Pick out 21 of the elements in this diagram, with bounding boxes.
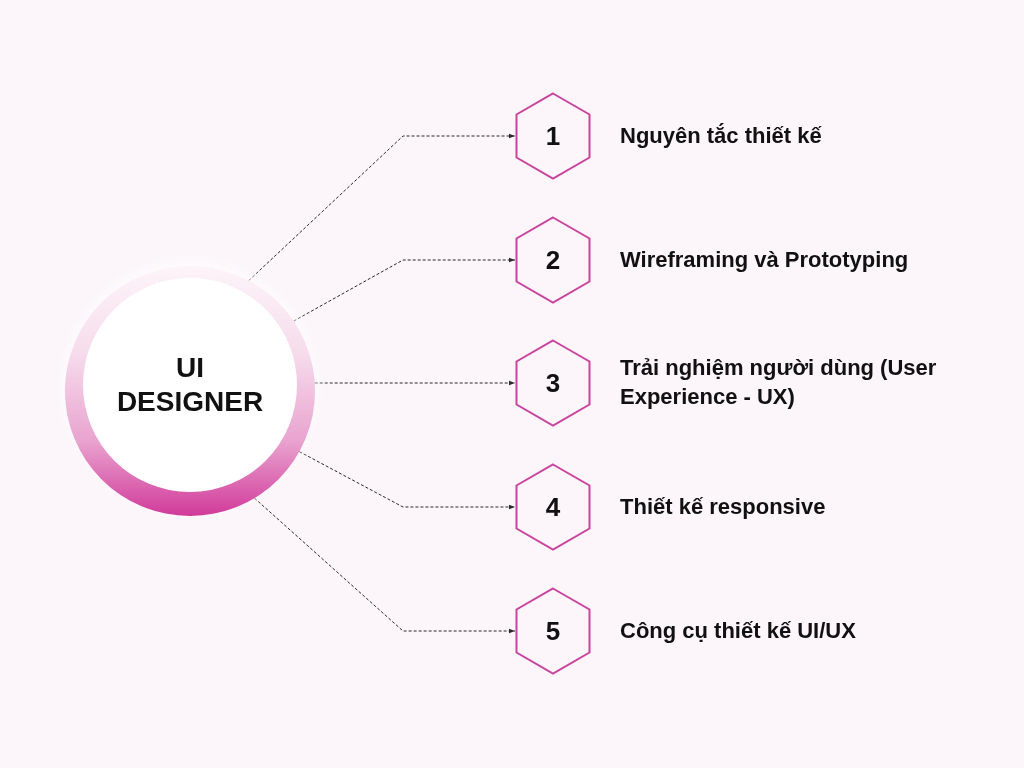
step-label: Trải nghiệm người dùng (User Experience - UX) [620,354,938,411]
dashed-arrow [293,257,516,322]
dashed-arrow [298,451,516,510]
step-number: 2 [545,244,561,276]
hexagon-node [515,92,591,180]
step-label: Nguyên tắc thiết kế [620,121,823,150]
step-label: Wireframing và Prototyping [620,245,910,274]
step-label: Công cụ thiết kế UI/UX [620,616,857,645]
node-title: UI DESIGNER [116,350,264,419]
hexagon-node [515,216,591,304]
hexagon-node [515,587,591,675]
step-number: 3 [545,367,561,399]
step-number: 4 [545,491,561,523]
step-number: 5 [545,615,561,647]
dashed-arrow [253,497,516,634]
dashed-arrow [314,380,516,386]
hexagon-node [515,463,591,551]
dashed-arrow [248,133,516,282]
step-label: Thiết kế responsive [620,492,827,521]
hexagon-node [515,339,591,427]
step-number: 1 [545,120,561,152]
